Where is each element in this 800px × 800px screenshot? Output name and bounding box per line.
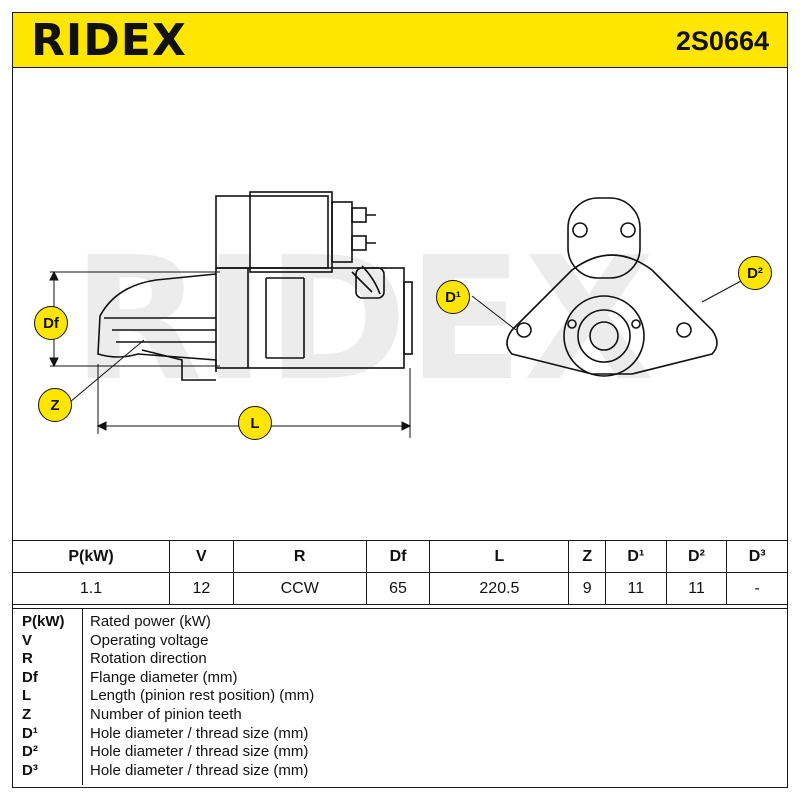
header-d2: D²	[665, 540, 728, 573]
technical-drawing: RIDEX	[12, 68, 788, 536]
hole-d1	[516, 322, 532, 338]
header-rotation: R	[232, 540, 367, 573]
callout-z: Z	[38, 388, 72, 422]
legend-abbr: Z	[22, 706, 32, 723]
legend-desc: Length (pinion rest position) (mm)	[90, 687, 315, 705]
legend-desc: Rotation direction	[90, 650, 207, 668]
callout-l: L	[238, 406, 272, 440]
part-number: 2S0664	[675, 26, 769, 56]
legend-desc: Operating voltage	[90, 631, 209, 649]
header-length: L	[429, 540, 570, 573]
starter-motor-drawing: RIDEX	[49, 191, 755, 438]
header-teeth: Z	[568, 540, 607, 573]
legend-abbr: Df	[22, 668, 38, 686]
legend-desc: Rated power (kW)	[90, 613, 211, 630]
header-power: P(kW)	[11, 540, 171, 573]
legend-abbr: P(kW)	[22, 613, 65, 630]
legend-desc: Hole diameter / thread size (mm)	[90, 761, 309, 779]
header-d3: D³	[726, 540, 788, 573]
spec-header-row: P(kW) V R Df L Z D¹ D² D³	[11, 540, 788, 573]
legend-abbr: D³	[22, 761, 38, 779]
front-view	[506, 197, 718, 377]
value-power: 1.1	[11, 572, 171, 605]
legend-desc: Hole diameter / thread size (mm)	[90, 724, 309, 742]
legend-abbr: L	[22, 687, 32, 705]
legend-abbr: D¹	[22, 724, 38, 742]
callout-d2: D²	[738, 256, 772, 290]
spec-table: P(kW) V R Df L Z D¹ D² D³ 1.1 12 CCW 65 …	[11, 540, 788, 605]
value-voltage: 12	[169, 572, 234, 605]
value-d2: 11	[665, 572, 728, 605]
value-rotation: CCW	[232, 572, 367, 605]
header-flange: Df	[365, 540, 431, 573]
mounting-flange	[506, 254, 718, 375]
callout-d1: D¹	[436, 280, 470, 314]
hole-d2	[676, 322, 692, 338]
value-teeth: 9	[568, 572, 607, 605]
brand-logo: RIDEX	[31, 15, 187, 66]
legend-abbr: D²	[22, 743, 38, 761]
legend-abbr: R	[22, 650, 33, 668]
value-flange: 65	[365, 572, 431, 605]
legend: P(kW) Rated power (kW) V Operating volta…	[12, 608, 788, 788]
legend-desc: Hole diameter / thread size (mm)	[90, 743, 309, 761]
watermark-logo: RIDEX	[72, 221, 654, 419]
header-bar: RIDEX 2S0664	[12, 12, 788, 68]
value-length: 220.5	[429, 572, 570, 605]
legend-abbr: V	[22, 631, 33, 649]
drive-housing	[97, 273, 217, 372]
legend-desc: Number of pinion teeth	[90, 706, 242, 723]
value-d1: 11	[605, 572, 667, 605]
spec-value-row: 1.1 12 CCW 65 220.5 9 11 11 -	[11, 572, 788, 605]
legend-desc: Flange diameter (mm)	[90, 668, 238, 686]
callout-df: Df	[34, 306, 68, 340]
header-d1: D¹	[605, 540, 667, 573]
header-voltage: V	[169, 540, 234, 573]
svg-text:RIDEX: RIDEX	[72, 221, 654, 419]
legend-divider	[82, 609, 83, 785]
value-d3: -	[726, 572, 788, 605]
side-view	[97, 191, 413, 381]
